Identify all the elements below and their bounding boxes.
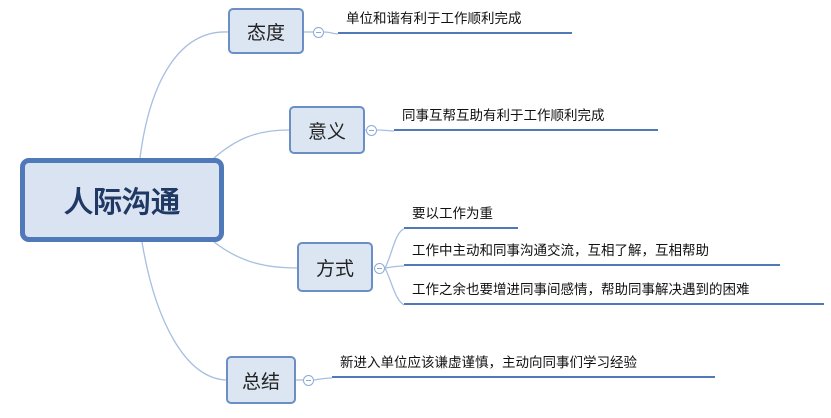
leaf-node-method-3[interactable]: 工作之余也要增进同事间感情，帮助同事解决遇到的困难 bbox=[404, 282, 824, 305]
branch-label-attitude: 态度 bbox=[246, 21, 285, 44]
branch-label-summary: 总结 bbox=[241, 370, 280, 393]
connector-root-meaning bbox=[213, 129, 290, 159]
branch-node-method[interactable]: 方式 bbox=[297, 242, 373, 292]
leaf-node-attitude-1[interactable]: 单位和谐有利于工作顺利完成 bbox=[338, 11, 572, 34]
connector-attitude-leaf bbox=[323, 31, 339, 35]
leaf-node-method-2[interactable]: 工作中主动和同事沟通交流，互相了解，互相帮助 bbox=[404, 243, 780, 266]
branch-node-meaning[interactable]: 意义 bbox=[289, 106, 365, 154]
connector-root-method bbox=[213, 241, 298, 269]
leaf-node-summary-1[interactable]: 新进入单位应该谦虚谨慎，主动向同事们学习经验 bbox=[332, 355, 715, 378]
collapse-toggle-summary[interactable] bbox=[303, 375, 314, 386]
branch-node-attitude[interactable]: 态度 bbox=[228, 8, 304, 54]
leaf-node-method-1[interactable]: 要以工作为重 bbox=[404, 206, 518, 229]
collapse-toggle-method[interactable] bbox=[374, 263, 385, 274]
leaf-label-attitude-1: 单位和谐有利于工作顺利完成 bbox=[346, 11, 522, 27]
leaf-node-meaning-1[interactable]: 同事互帮互助有利于工作顺利完成 bbox=[394, 108, 658, 131]
root-label: 人际沟通 bbox=[63, 185, 180, 219]
leaf-label-method-2: 工作中主动和同事沟通交流，互相了解，互相帮助 bbox=[412, 243, 709, 259]
connector-method-leaf-3 bbox=[384, 267, 405, 306]
collapse-toggle-attitude[interactable] bbox=[313, 27, 324, 38]
connector-summary-leaf bbox=[313, 377, 333, 381]
connector-method-leaf-1 bbox=[384, 228, 405, 269]
leaf-label-method-1: 要以工作为重 bbox=[412, 206, 493, 222]
leaf-label-meaning-1: 同事互帮互助有利于工作顺利完成 bbox=[402, 108, 605, 124]
branch-label-meaning: 意义 bbox=[307, 120, 346, 143]
connector-method-leaf-2 bbox=[384, 265, 405, 269]
connector-root-attitude bbox=[139, 31, 229, 159]
root-node[interactable]: 人际沟通 bbox=[20, 158, 224, 242]
connector-meaning-leaf bbox=[376, 129, 395, 132]
leaf-label-method-3: 工作之余也要增进同事间感情，帮助同事解决遇到的困难 bbox=[412, 282, 750, 298]
branch-node-summary[interactable]: 总结 bbox=[226, 356, 296, 404]
leaf-label-summary-1: 新进入单位应该谦虚谨慎，主动向同事们学习经验 bbox=[340, 355, 637, 371]
collapse-toggle-meaning[interactable] bbox=[366, 125, 377, 136]
branch-label-method: 方式 bbox=[315, 257, 354, 280]
connector-root-summary bbox=[141, 241, 227, 381]
